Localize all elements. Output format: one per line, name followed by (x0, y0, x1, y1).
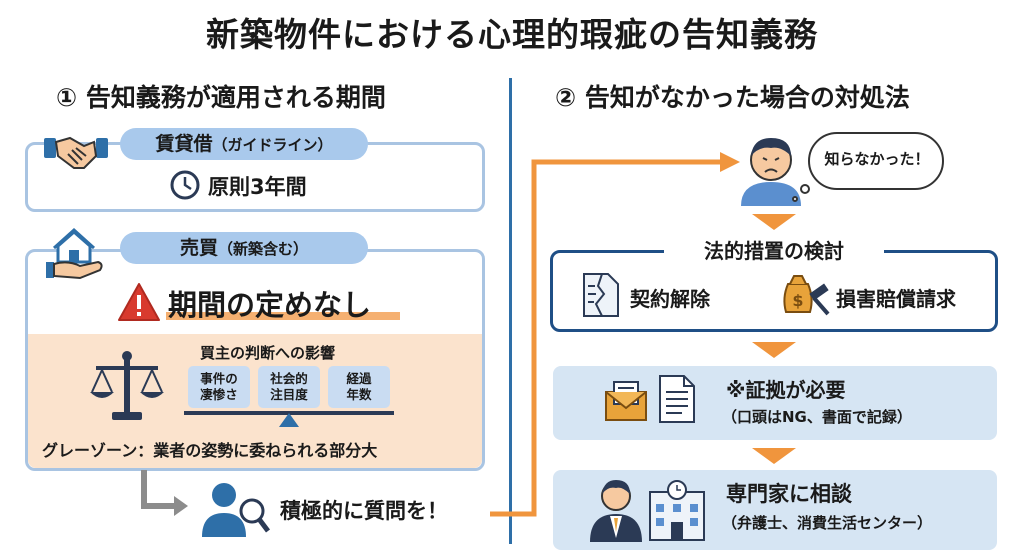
left-section-heading: ① 告知義務が適用される期間 (56, 83, 386, 112)
factor-chip: 社会的 注目度 (258, 366, 320, 408)
sale-period: 期間の定めなし (168, 288, 372, 322)
legal-title: 法的措置の検討 (704, 239, 844, 263)
speech-text: 知らなかった！ (824, 150, 930, 168)
down-arrow (752, 448, 796, 464)
money-gavel-icon: $ (778, 268, 832, 320)
rental-sub: （ガイドライン） (212, 136, 333, 154)
judgement-area (28, 334, 482, 468)
factor-line: 事件の (200, 371, 238, 386)
legal-option-damages: 損害賠償請求 (836, 287, 956, 311)
down-arrow (752, 342, 796, 358)
consult-note: （弁護士、消費生活センター） (722, 514, 933, 532)
clock-icon (170, 170, 200, 200)
evidence-title: ※証拠が必要 (726, 378, 846, 402)
factor-line: 注目度 (270, 387, 308, 402)
gray-zone-text: グレーゾーン：業者の姿勢に委ねられる部分大 (42, 441, 378, 460)
factor-line: 経過 (346, 371, 372, 386)
warning-icon (117, 282, 161, 322)
document-icon (658, 374, 696, 424)
factor-line: 年数 (346, 387, 372, 402)
sale-label: 売買 (179, 237, 218, 259)
down-right-arrow (141, 470, 188, 516)
sale-sub: （新築含む） (218, 240, 309, 258)
speech-dot (800, 184, 810, 194)
judgement-title: 買主の判断への影響 (200, 344, 336, 362)
handshake-icon (44, 124, 108, 176)
rental-pill: 賃貸借（ガイドライン） (120, 128, 368, 160)
factor-line: 凄惨さ (200, 387, 238, 402)
consult-title: 専門家に相談 (726, 482, 852, 506)
factor-line: 社会的 (270, 371, 308, 386)
balance-pivot (279, 413, 299, 427)
factor-chip: 経過 年数 (328, 366, 390, 408)
right-section-heading: ② 告知がなかった場合の対処法 (555, 83, 910, 112)
legal-title-bg (664, 235, 884, 265)
page-title: 新築物件における心理的瑕疵の告知義務 (206, 15, 818, 54)
torn-document-icon (582, 272, 620, 318)
column-divider (509, 78, 512, 544)
evidence-note: （口頭はNG、書面で記録） (722, 408, 912, 426)
sale-pill: 売買（新築含む） (120, 232, 368, 264)
envelope-icon (604, 378, 648, 422)
svg-text:$: $ (792, 291, 803, 310)
down-arrow (752, 214, 796, 230)
rental-period: 原則3年間 (208, 175, 307, 199)
worried-person-icon (735, 132, 807, 206)
lawyer-icon (588, 474, 644, 542)
factor-chip: 事件の 凄惨さ (188, 366, 250, 408)
connector-arrow (490, 152, 740, 517)
period-underline (166, 312, 400, 320)
scales-icon (88, 348, 166, 426)
speech-dot (792, 196, 798, 202)
house-in-hand-icon (44, 224, 108, 282)
ask-text: 積極的に質問を！ (280, 499, 448, 523)
person-search-icon (200, 477, 272, 539)
rental-label: 賃貸借 (155, 133, 213, 155)
speech-bubble (808, 132, 944, 190)
legal-option-cancel: 契約解除 (630, 287, 710, 311)
building-icon (646, 478, 708, 542)
